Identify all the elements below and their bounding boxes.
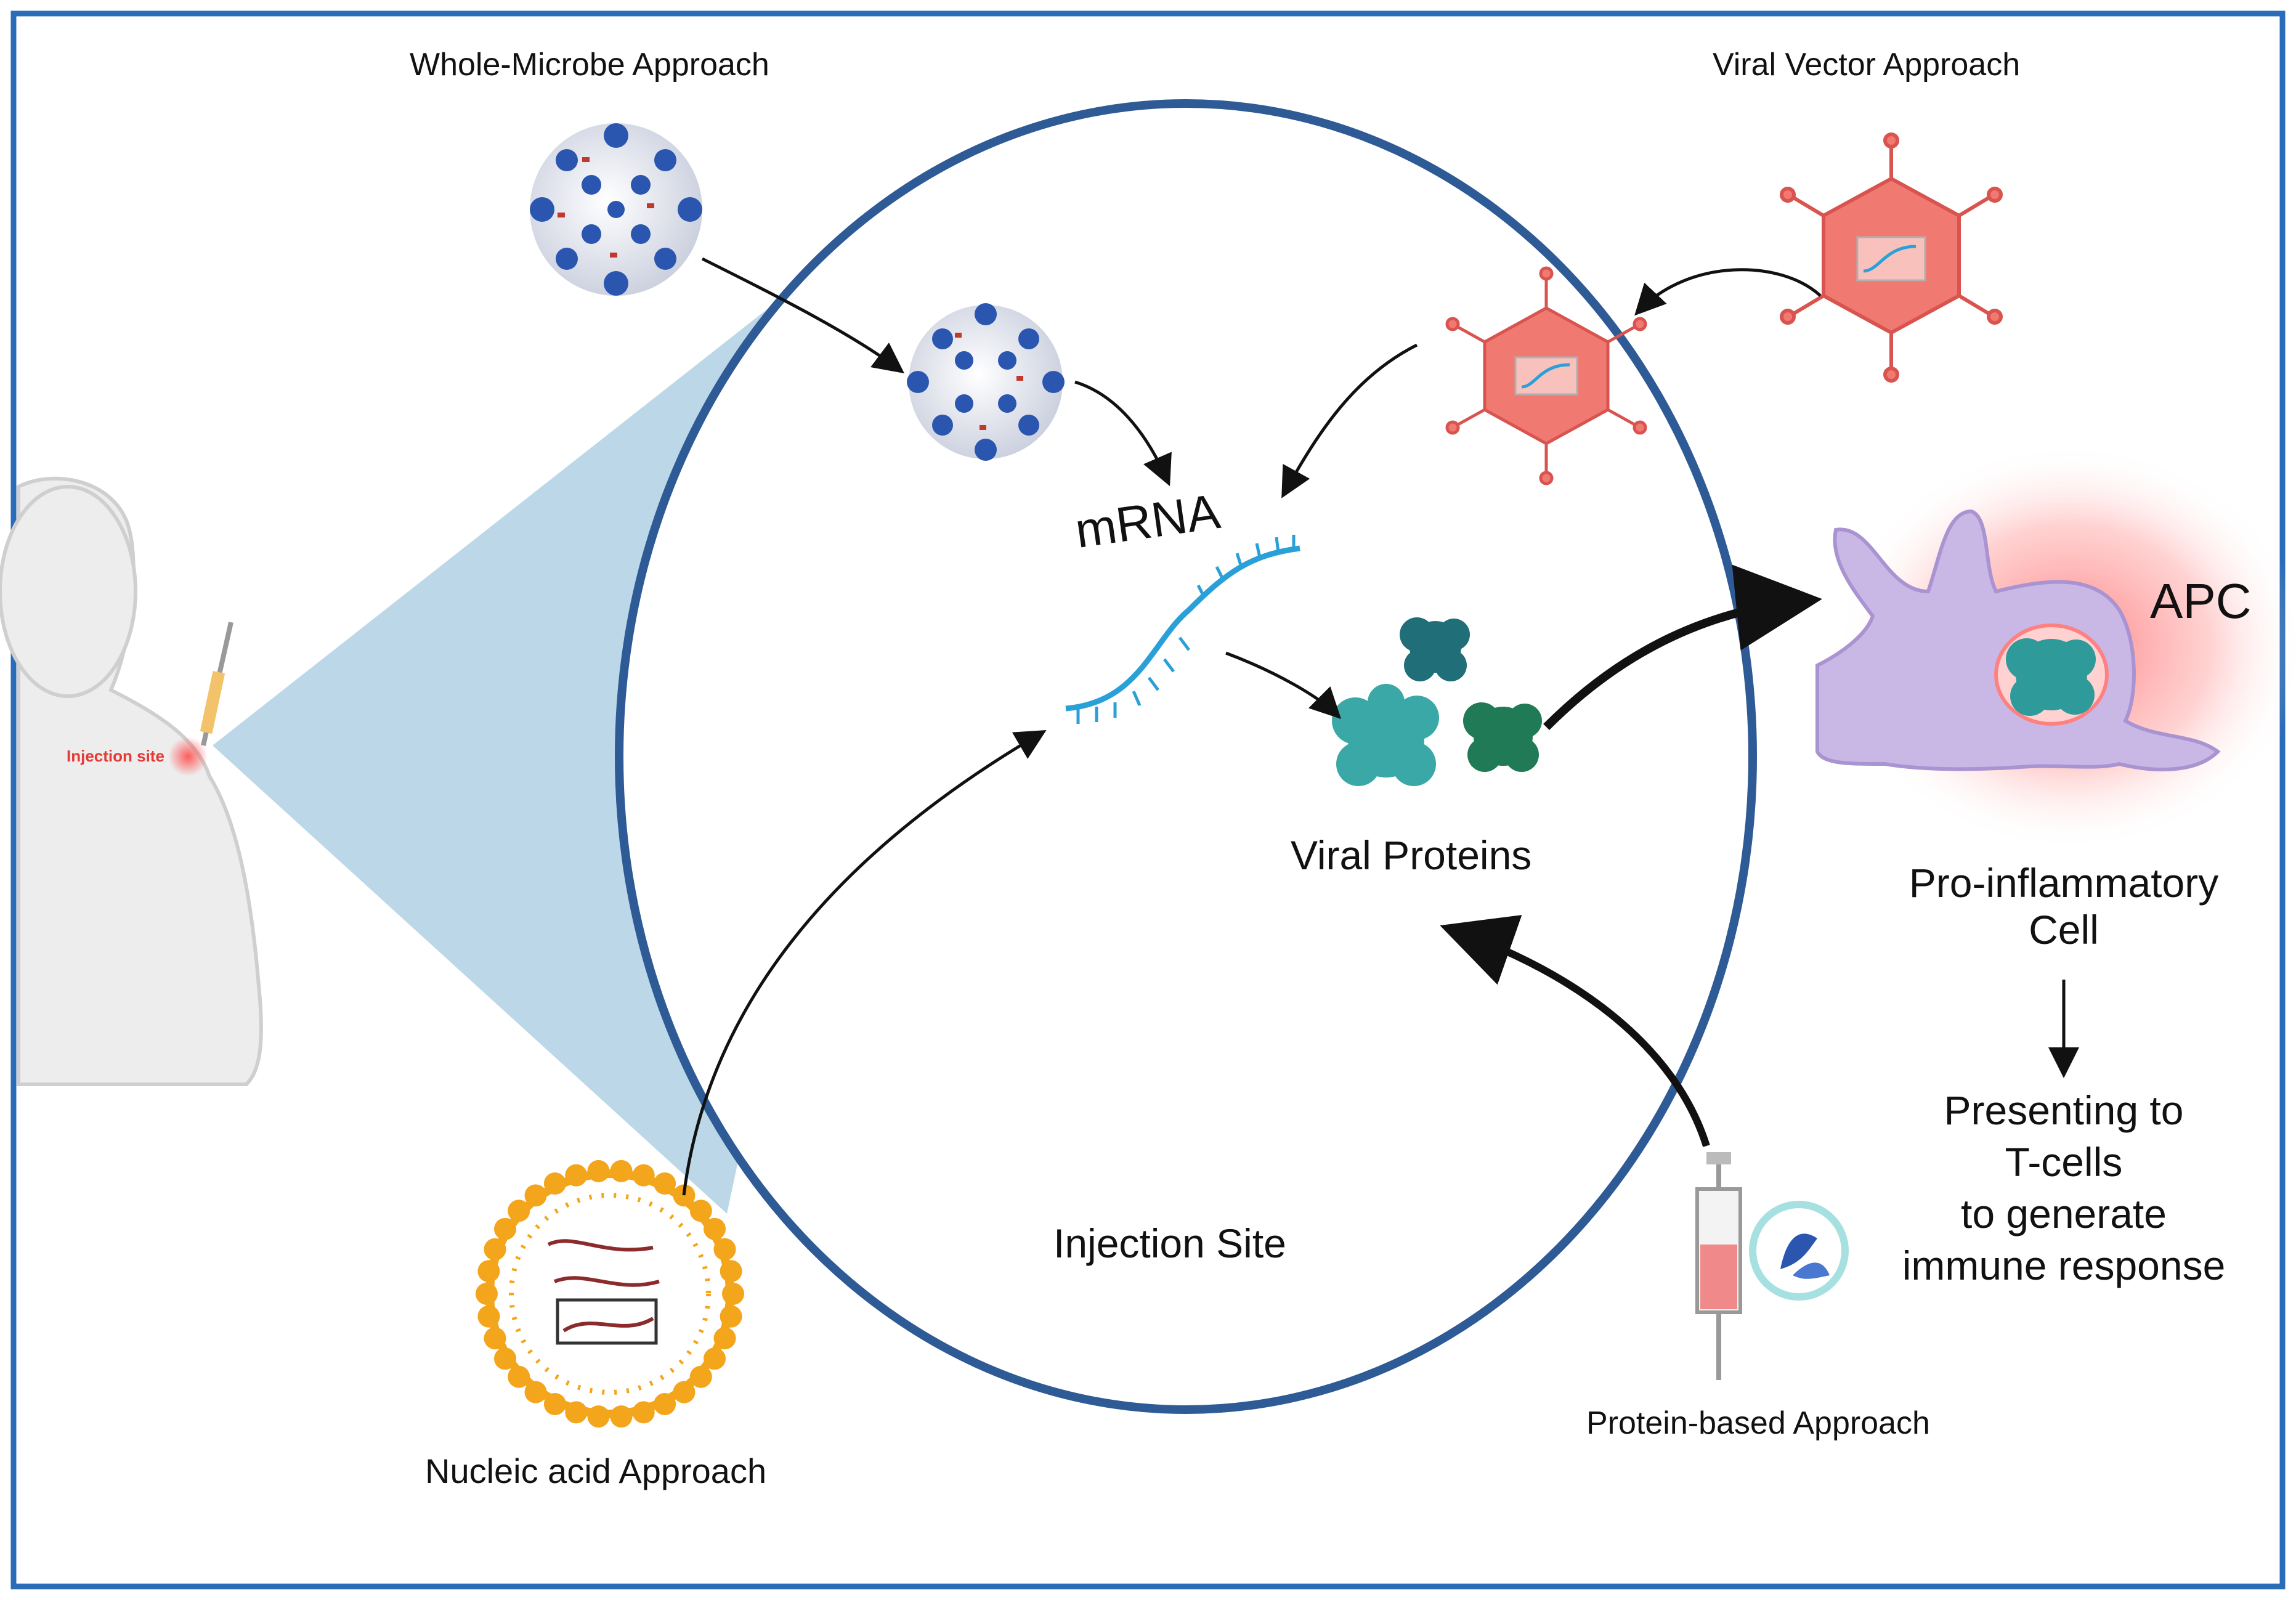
arrow-vector-to-mrna bbox=[1281, 343, 1418, 498]
lipid-head bbox=[587, 1159, 610, 1182]
viral-vector-small-icon bbox=[1445, 266, 1647, 485]
label-pro-inflammatory-line2: Cell bbox=[2029, 907, 2099, 952]
human-figure bbox=[0, 476, 263, 1086]
lipid-head bbox=[508, 1200, 530, 1222]
lipid-head bbox=[476, 1283, 498, 1305]
label-viral-vector: Viral Vector Approach bbox=[1713, 47, 2021, 83]
lipid-head bbox=[543, 1172, 566, 1195]
lipid-head bbox=[673, 1381, 696, 1403]
lipid-head bbox=[722, 1283, 744, 1305]
lipid-head bbox=[704, 1217, 726, 1240]
viral-protein-dark-icon bbox=[1400, 617, 1470, 681]
arrow-proteins-to-apc bbox=[1543, 564, 1822, 730]
label-presenting-line4: immune response bbox=[1902, 1243, 2226, 1288]
figure-border bbox=[10, 10, 2286, 1590]
arrow-microbe-to-cell bbox=[701, 257, 905, 373]
lipid-head bbox=[508, 1365, 530, 1388]
lipid-head bbox=[689, 1365, 712, 1388]
syringe-icon bbox=[200, 622, 233, 746]
label-apc: APC bbox=[2150, 574, 2252, 628]
label-pro-inflammatory: Pro-inflammatory Cell bbox=[1879, 859, 2249, 953]
label-presenting-line1: Presenting to bbox=[1944, 1087, 2184, 1133]
arrow-vector-to-vector bbox=[1634, 268, 1822, 316]
viral-protein-teal-icon bbox=[1332, 684, 1439, 786]
label-injection-site-body: Injection site bbox=[67, 747, 164, 765]
injection-glow bbox=[168, 737, 208, 776]
arrow-syringe-to-proteins bbox=[1440, 915, 1710, 1147]
lipid-head bbox=[632, 1164, 655, 1187]
label-presenting: Presenting to T-cells to generate immune… bbox=[1848, 1084, 2279, 1291]
lipid-head bbox=[477, 1260, 500, 1283]
lipid-head bbox=[720, 1305, 742, 1328]
lipid-head bbox=[587, 1405, 610, 1428]
lipid-head bbox=[477, 1305, 500, 1328]
internalized-virus-icon bbox=[907, 303, 1065, 461]
arrows bbox=[682, 257, 2079, 1196]
lipid-head bbox=[484, 1238, 506, 1261]
mrna-strand-icon bbox=[1065, 535, 1300, 724]
lipid-head bbox=[494, 1347, 516, 1370]
label-presenting-line2: T-cells bbox=[2005, 1139, 2123, 1185]
viral-protein-green-icon bbox=[1463, 702, 1542, 772]
lipid-head bbox=[543, 1393, 566, 1415]
label-injection-site-circle: Injection Site bbox=[1053, 1220, 1286, 1266]
lipid-head bbox=[565, 1164, 588, 1187]
arrow-mrna-to-proteins bbox=[1225, 651, 1342, 720]
lipid-head bbox=[632, 1401, 655, 1424]
label-pro-inflammatory-line1: Pro-inflammatory bbox=[1909, 860, 2219, 906]
lipid-head bbox=[654, 1393, 676, 1415]
protein-syringe-icon bbox=[1695, 1152, 1849, 1380]
arrow-nucleic-to-mrna bbox=[682, 729, 1047, 1196]
injection-site-circle bbox=[615, 99, 1757, 1414]
lipid-head bbox=[654, 1172, 676, 1195]
lipid-head bbox=[484, 1327, 506, 1350]
lipid-nanoparticle-icon bbox=[476, 1159, 744, 1428]
lipid-head bbox=[689, 1200, 712, 1222]
viral-vector-large-icon bbox=[1780, 132, 2003, 383]
lipid-head bbox=[720, 1260, 742, 1283]
lipid-head bbox=[704, 1347, 726, 1370]
lipid-head bbox=[713, 1327, 736, 1350]
label-nucleic-acid: Nucleic acid Approach bbox=[425, 1452, 767, 1490]
lipid-head bbox=[565, 1401, 588, 1424]
lipid-head bbox=[524, 1381, 547, 1403]
lipid-head bbox=[494, 1217, 516, 1240]
lipid-head bbox=[524, 1184, 547, 1207]
arrow-virus-to-mrna bbox=[1074, 380, 1172, 487]
lipid-head bbox=[713, 1238, 736, 1261]
label-viral-proteins: Viral Proteins bbox=[1291, 832, 1532, 878]
label-presenting-line3: to generate bbox=[1961, 1191, 2167, 1237]
apc-internal-protein-icon bbox=[2006, 638, 2096, 716]
lipid-head bbox=[610, 1405, 633, 1428]
label-whole-microbe: Whole-Microbe Approach bbox=[410, 47, 769, 83]
whole-microbe-virus-icon bbox=[530, 123, 702, 296]
lipid-head bbox=[610, 1159, 633, 1182]
label-protein-based: Protein-based Approach bbox=[1586, 1405, 1930, 1441]
lipid-head bbox=[673, 1184, 696, 1207]
